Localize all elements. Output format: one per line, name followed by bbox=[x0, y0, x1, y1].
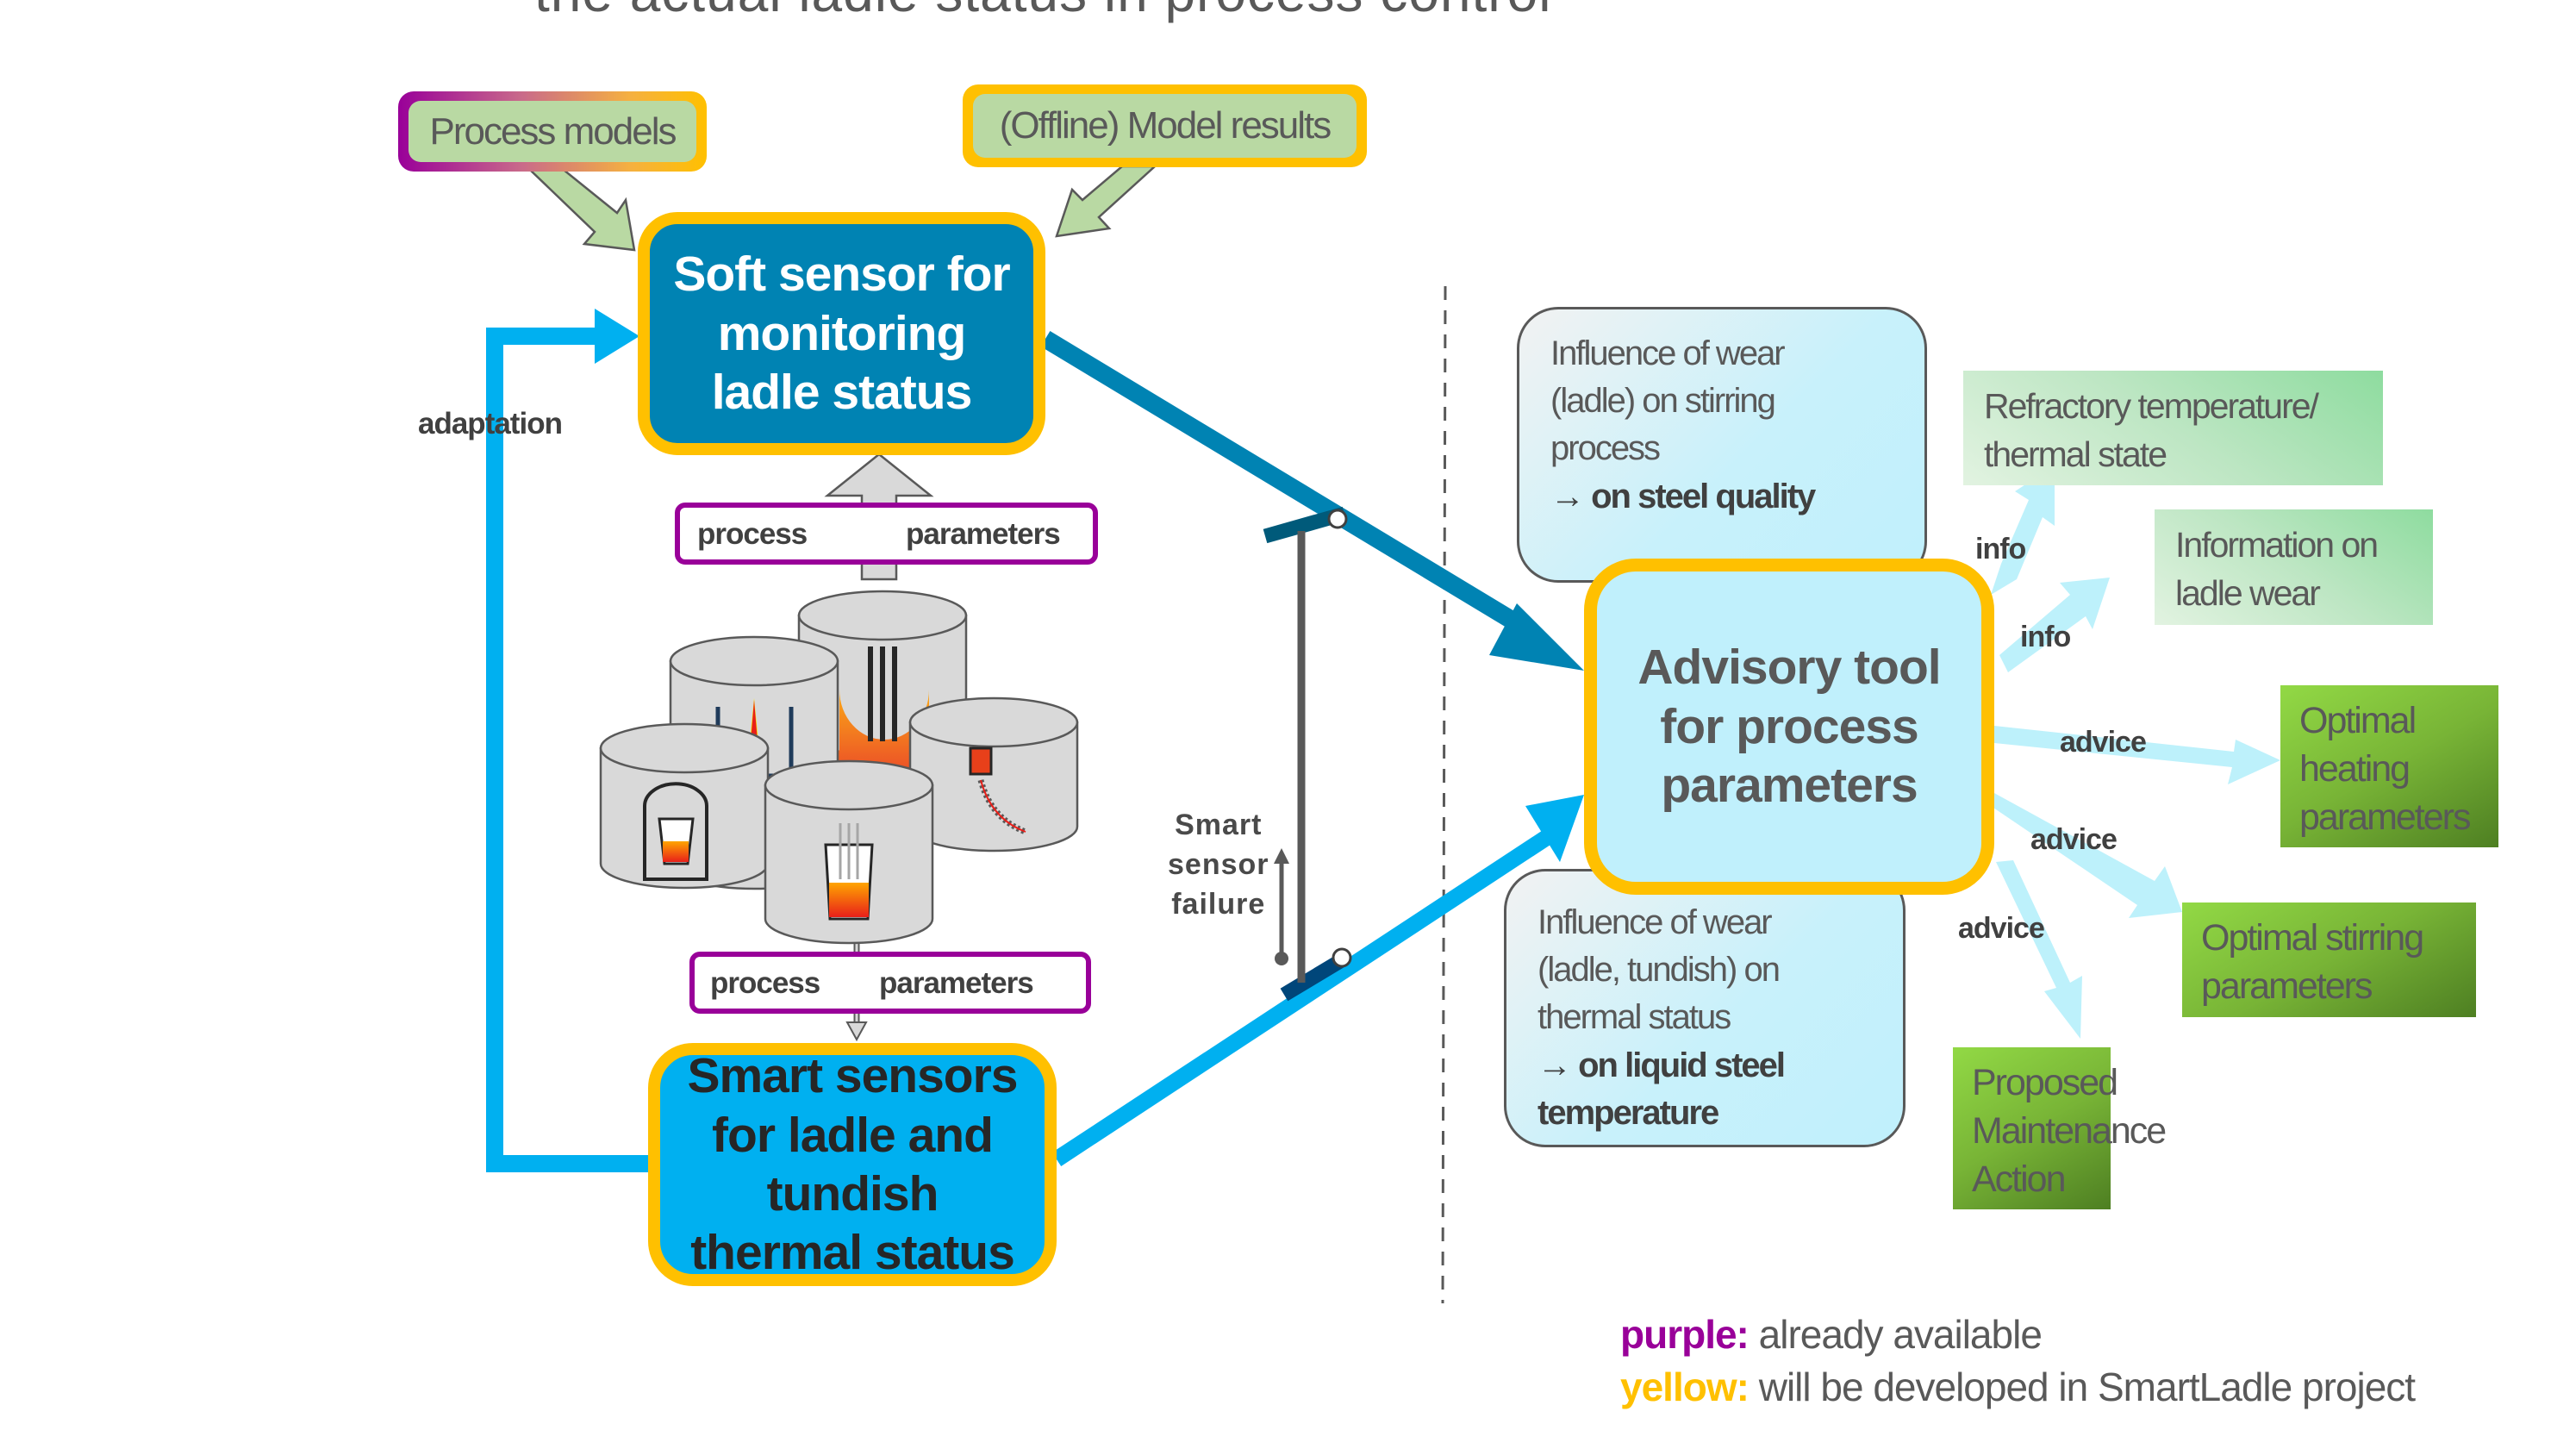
influence-thermal-box: Influence of wear (ladle, tundish) on th… bbox=[1504, 869, 1905, 1147]
output-line: Action bbox=[1972, 1158, 2067, 1200]
legend-yellow-key: yellow: bbox=[1620, 1365, 1750, 1410]
arrow-to-stirring bbox=[1991, 793, 2182, 918]
process-word: process bbox=[710, 966, 820, 1000]
switch-lower-pivot bbox=[1332, 947, 1352, 968]
influence-line: Influence of wear bbox=[1537, 903, 1773, 941]
legend-yellow-row: yellow: will be developed in SmartLadle … bbox=[1620, 1361, 2416, 1414]
failure-line: sensor bbox=[1168, 848, 1269, 882]
grey-arrow-down-head bbox=[845, 1021, 868, 1042]
influence-emphasis: → on steel quality bbox=[1550, 477, 1816, 515]
switch-upper-pivot bbox=[1327, 509, 1348, 529]
failure-line: failure bbox=[1171, 888, 1266, 921]
arrow-process-models-to-soft-sensor bbox=[527, 168, 636, 252]
output-information-box: Information on ladle wear bbox=[2155, 509, 2433, 625]
page-title: the actual ladle status in process contr… bbox=[534, 0, 1551, 24]
parameters-word: parameters bbox=[879, 966, 1034, 1000]
output-stirring-box: Optimal stirring parameters bbox=[2182, 903, 2476, 1017]
process-parameters-top-label: process parameters bbox=[675, 503, 1098, 565]
process-models-label: Process models bbox=[429, 109, 677, 153]
arrow-to-information bbox=[1999, 578, 2110, 672]
output-line: heating bbox=[2299, 747, 2411, 790]
smart-sensors-line: Smart sensors bbox=[687, 1048, 1018, 1104]
legend-purple-text: already available bbox=[1758, 1312, 2043, 1357]
smart-sensors-line: for ladle and bbox=[712, 1107, 994, 1163]
arrow-to-maintenance bbox=[1996, 860, 2082, 1039]
soft-sensor-box: Soft sensor for monitoring ladle status bbox=[638, 212, 1045, 455]
advisory-line: parameters bbox=[1661, 758, 1918, 814]
edge-label-info: info bbox=[2020, 621, 2071, 653]
legend-purple-row: purple: already available bbox=[1620, 1308, 2415, 1361]
soft-sensor-line: monitoring bbox=[717, 305, 967, 361]
output-line: Optimal bbox=[2299, 700, 2417, 741]
edge-label-advice: advice bbox=[2030, 823, 2118, 856]
output-line: Proposed bbox=[1972, 1062, 2118, 1103]
adaptation-loop-line bbox=[486, 328, 648, 1172]
output-line: parameters bbox=[2201, 965, 2373, 1007]
influence-line: (ladle, tundish) on bbox=[1537, 951, 1781, 990]
influence-line: (ladle) on stirring bbox=[1550, 382, 1776, 421]
output-line: Maintenance bbox=[1972, 1109, 2167, 1152]
adaptation-label: adaptation bbox=[418, 407, 563, 440]
vessel-cylinder-ladle-furnace bbox=[764, 759, 934, 945]
output-line: Optimal stirring bbox=[2201, 917, 2424, 959]
failure-arrow-head bbox=[1274, 848, 1289, 864]
output-line: ladle wear bbox=[2175, 572, 2321, 613]
edge-label-advice: advice bbox=[2060, 726, 2147, 759]
failure-line: Smart bbox=[1175, 809, 1263, 841]
smart-sensors-line: thermal status bbox=[690, 1225, 1015, 1281]
process-models-box: Process models bbox=[409, 101, 696, 162]
switch-lower-bar bbox=[1280, 952, 1349, 1002]
vessel-cylinder-vacuum bbox=[599, 722, 770, 890]
model-results-box: (Offline) Model results bbox=[973, 94, 1357, 158]
parameters-word: parameters bbox=[906, 517, 1061, 551]
advisory-line: Advisory tool bbox=[1637, 640, 1941, 696]
process-parameters-bottom-label: process parameters bbox=[689, 952, 1091, 1014]
output-line: thermal state bbox=[1984, 434, 2167, 474]
arrow-to-refractory bbox=[1991, 465, 2055, 595]
edge-label-info: info bbox=[1975, 533, 2026, 565]
vessel-cylinder-caster bbox=[908, 696, 1079, 853]
output-line: Information on bbox=[2175, 525, 2379, 565]
failure-arrow-dot bbox=[1275, 952, 1288, 965]
smart-sensors-box: Smart sensors for ladle and tundish ther… bbox=[648, 1043, 1057, 1286]
arrow-model-results-to-soft-sensor bbox=[1055, 165, 1158, 238]
legend: purple: already available yellow: will b… bbox=[1620, 1308, 2416, 1414]
influence-line: Influence of wear bbox=[1550, 334, 1786, 372]
legend-purple-key: purple: bbox=[1620, 1312, 1750, 1357]
soft-sensor-line: ladle status bbox=[711, 365, 973, 421]
smart-sensors-arrowhead bbox=[1525, 795, 1584, 862]
influence-line: thermal status bbox=[1537, 998, 1731, 1037]
divider-dashed-line bbox=[1441, 285, 1447, 1304]
adaptation-arrowhead bbox=[595, 309, 639, 364]
smart-sensors-to-advisory-line bbox=[1051, 828, 1556, 1166]
soft-sensor-arrowhead bbox=[1489, 603, 1584, 671]
advisory-line: for process bbox=[1660, 698, 1918, 754]
output-refractory-box: Refractory temperature/ thermal state bbox=[1963, 371, 2383, 485]
influence-emphasis: temperature bbox=[1537, 1093, 1719, 1132]
process-word: process bbox=[697, 517, 808, 551]
model-results-label: (Offline) Model results bbox=[999, 104, 1332, 147]
influence-emphasis: → on liquid steel bbox=[1537, 1046, 1786, 1084]
output-line: parameters bbox=[2299, 796, 2471, 838]
output-heating-box: Optimal heating parameters bbox=[2280, 685, 2498, 847]
soft-sensor-line: Soft sensor for bbox=[673, 247, 1010, 303]
output-maintenance-box: Proposed Maintenance Action bbox=[1953, 1047, 2167, 1209]
legend-yellow-text: will be developed in SmartLadle project bbox=[1758, 1365, 2416, 1410]
influence-stirring-box: Influence of wear (ladle) on stirring pr… bbox=[1517, 307, 1927, 583]
smart-sensors-line: tundish bbox=[766, 1166, 939, 1221]
influence-line: process bbox=[1550, 429, 1661, 468]
arrow-to-heating bbox=[1994, 726, 2280, 784]
smart-sensor-failure-label: Smart sensor failure bbox=[1168, 805, 1269, 925]
advisory-tool-box: Advisory tool for process parameters bbox=[1584, 559, 1994, 895]
soft-sensor-to-advisory-line bbox=[1040, 331, 1539, 641]
edge-label-advice: advice bbox=[1958, 912, 2045, 945]
output-line: Refractory temperature/ bbox=[1984, 386, 2319, 426]
